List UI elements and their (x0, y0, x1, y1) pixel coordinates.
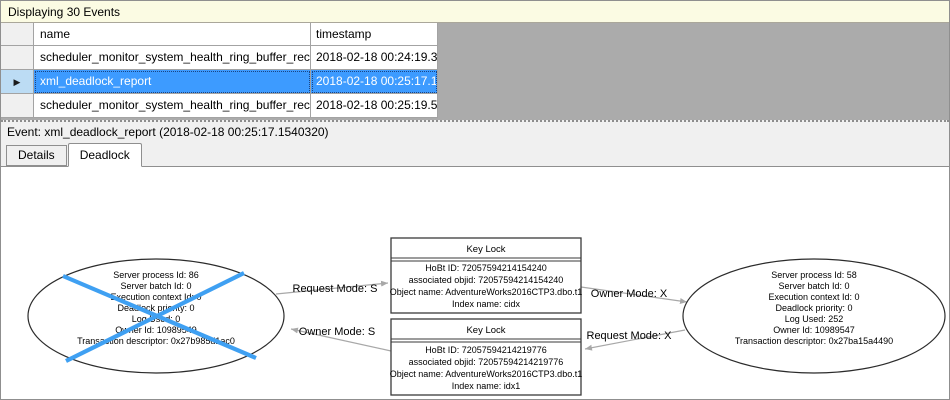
selected-event-summary: Event: xml_deadlock_report (2018-02-18 0… (7, 125, 329, 139)
lock-line: HoBt ID: 72057594214154240 (425, 263, 547, 273)
victim-line: Deadlock priority: 0 (117, 303, 194, 313)
row-selector-header (1, 23, 34, 46)
table-row-selected[interactable]: ▶ xml_deadlock_report 2018-02-18 00:25:1… (1, 70, 438, 94)
survivor-line: Owner Id: 10989547 (773, 325, 855, 335)
victim-line: Owner Id: 10989549 (115, 325, 197, 335)
lock-title: Key Lock (466, 244, 505, 255)
survivor-line: Deadlock priority: 0 (775, 303, 852, 313)
lock-line: HoBt ID: 72057594214219776 (425, 345, 547, 355)
lock-line: Object name: AdventureWorks2016CTP3.dbo.… (390, 287, 582, 297)
tab-deadlock[interactable]: Deadlock (67, 143, 142, 167)
lock-line: Object name: AdventureWorks2016CTP3.dbo.… (390, 369, 582, 379)
events-grid: name timestamp scheduler_monitor_system_… (1, 23, 438, 118)
lock-line: Index name: idx1 (452, 381, 521, 391)
detail-tab-strip: Details Deadlock (1, 142, 949, 167)
lock-line: associated objid: 72057594214219776 (409, 357, 564, 367)
lock-node-bottom[interactable] (390, 318, 582, 396)
deadlock-graph-panel: Server process Id: 86 Server batch Id: 0… (1, 167, 949, 399)
event-name-cell[interactable]: scheduler_monitor_system_health_ring_buf… (34, 46, 311, 70)
table-row[interactable]: scheduler_monitor_system_health_ring_buf… (1, 46, 438, 70)
survivor-line: Execution context Id: 0 (768, 292, 859, 302)
victim-line: Transaction descriptor: 0x27b985d1ac0 (77, 336, 235, 346)
edge-owner-s (290, 327, 392, 352)
victim-line: Server batch Id: 0 (120, 281, 191, 291)
lock-line: Index name: cidx (452, 299, 521, 309)
event-timestamp-cell[interactable]: 2018-02-18 00:25:19.5276859 (311, 94, 438, 118)
events-count-bar: Displaying 30 Events (1, 1, 949, 23)
selected-event-summary-bar: Event: xml_deadlock_report (2018-02-18 0… (1, 120, 949, 142)
survivor-line: Transaction descriptor: 0x27ba15a4490 (735, 336, 893, 346)
event-name-cell[interactable]: xml_deadlock_report (34, 70, 311, 94)
column-header-timestamp[interactable]: timestamp (311, 23, 438, 46)
event-name-cell[interactable]: scheduler_monitor_system_health_ring_buf… (34, 94, 311, 118)
column-header-name[interactable]: name (34, 23, 311, 46)
edge-request-s (275, 280, 389, 295)
edge-label-owner-s: Owner Mode: S (299, 326, 375, 338)
survivor-line: Server batch Id: 0 (778, 281, 849, 291)
survivor-line: Server process Id: 58 (771, 270, 857, 280)
row-selector-cell[interactable] (1, 46, 34, 70)
event-timestamp-cell[interactable]: 2018-02-18 00:24:19.3516078 (311, 46, 438, 70)
victim-line: Log Used: 0 (132, 314, 181, 324)
edge-label-request-x: Request Mode: X (587, 330, 673, 342)
tab-details[interactable]: Details (6, 145, 67, 166)
row-selector-cell[interactable] (1, 94, 34, 118)
lock-line: associated objid: 72057594214154240 (409, 275, 564, 285)
victim-line: Execution context Id: 0 (110, 292, 201, 302)
survivor-line: Log Used: 252 (785, 314, 844, 324)
row-selector-cell[interactable]: ▶ (1, 70, 34, 94)
deadlock-graph: Server process Id: 86 Server batch Id: 0… (27, 237, 946, 396)
current-row-icon: ▶ (13, 77, 21, 87)
edge-owner-x (580, 286, 688, 304)
events-grid-area: name timestamp scheduler_monitor_system_… (1, 23, 949, 120)
process-node-survivor[interactable] (682, 258, 946, 374)
edge-label-request-s: Request Mode: S (293, 283, 378, 295)
lock-title: Key Lock (466, 325, 505, 336)
victim-cross-icon (65, 271, 245, 363)
grid-header-row: name timestamp (1, 23, 438, 46)
event-timestamp-cell[interactable]: 2018-02-18 00:25:17.1540320 (311, 70, 438, 94)
edge-label-owner-x: Owner Mode: X (591, 288, 668, 300)
edge-request-x (584, 329, 686, 351)
events-count-label: Displaying 30 Events (8, 5, 121, 19)
victim-line: Server process Id: 86 (113, 270, 199, 280)
table-row[interactable]: scheduler_monitor_system_health_ring_buf… (1, 94, 438, 118)
lock-node-top[interactable] (390, 237, 582, 314)
